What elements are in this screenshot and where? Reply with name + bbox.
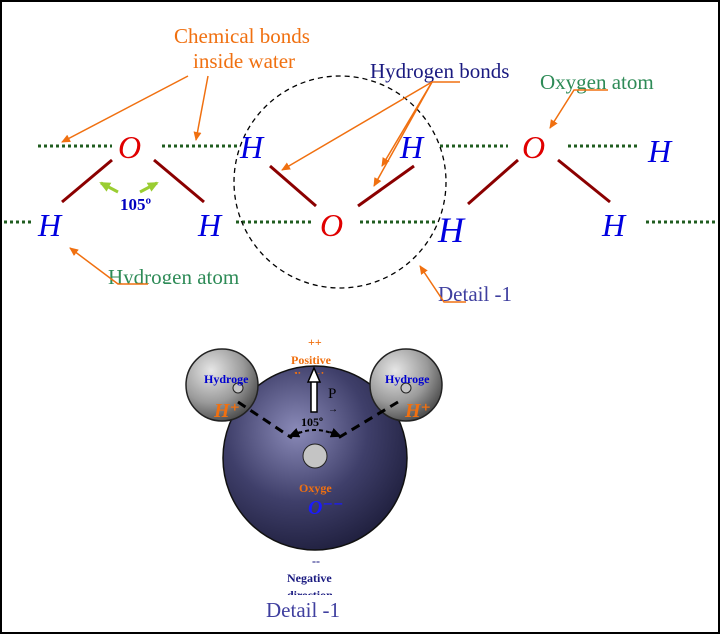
positive-direction-label: Positive: [291, 353, 332, 367]
oxygen-atom-3: O: [522, 129, 545, 165]
molecule-bond-lines: [237, 400, 399, 440]
hydrogen-atom-3: H: [239, 129, 265, 165]
chemical-bonds-label-line1: Chemical bonds: [174, 24, 310, 48]
hydrogen-atom-1: H: [37, 207, 63, 243]
hydrogen-bond-dotted-lines: [4, 144, 718, 224]
hydrogen-atom-label: Hydrogen atom: [108, 265, 239, 289]
positive-direction-cut-clip: direction: [291, 369, 337, 383]
angle-arc-arrow-right: [329, 428, 342, 438]
hydrogen-left-label: Hydroge: [204, 372, 249, 386]
detail-label-lower: Detail -1: [266, 598, 340, 622]
oxygen-atom-2: O: [320, 207, 343, 243]
hydrogen-atom-6: H: [437, 210, 466, 250]
positive-charge-label: ++: [308, 335, 322, 349]
dipole-arrow: [306, 366, 322, 413]
negative-direction-cut-clip: direction: [287, 588, 333, 602]
oxygen-atom-1: O: [118, 129, 141, 165]
oxygen-label: Oxyge: [299, 481, 332, 495]
negative-direction-label: Negative: [287, 571, 332, 585]
dipole-vector-arrow: →: [328, 404, 338, 415]
hydrogen-nucleus-left: [232, 382, 244, 394]
angle-arc-arrow-left: [288, 428, 301, 438]
molecule-angle-label: 105º: [301, 415, 323, 429]
hydrogen-atom-7: H: [601, 207, 627, 243]
o-minus-label: O⁻⁻: [308, 497, 344, 519]
detail-circle: [233, 75, 447, 289]
hydrogen-atom-5: H: [647, 133, 673, 169]
hydrogen-right-label: Hydroge: [385, 372, 430, 386]
angle-arrows: [99, 181, 159, 194]
angle-label: 105º: [120, 195, 152, 214]
hydrogen-atom-label-clip: Hydrogen atom: [108, 265, 239, 289]
negative-direction-cut-label: direction: [287, 588, 333, 602]
hydrogen-atom-4: H: [399, 129, 425, 165]
dipole-p-label: P: [328, 386, 336, 402]
annotation-arrows: [61, 75, 608, 303]
hydrogen-bonds-label: Hydrogen bonds: [370, 59, 509, 83]
negative-charge-label: --: [312, 554, 320, 568]
chemical-bonds-label-line2: inside water: [193, 49, 295, 73]
covalent-bonds: [61, 158, 611, 208]
positive-direction-cut-label: direction: [291, 369, 337, 383]
hydrogen-atom-2: H: [197, 207, 223, 243]
hydrogen-nucleus-right: [400, 382, 412, 394]
h-plus-left-label: H⁺: [213, 400, 240, 422]
oxygen-nucleus: [302, 443, 328, 469]
h-plus-right-label: H⁺: [404, 400, 431, 422]
